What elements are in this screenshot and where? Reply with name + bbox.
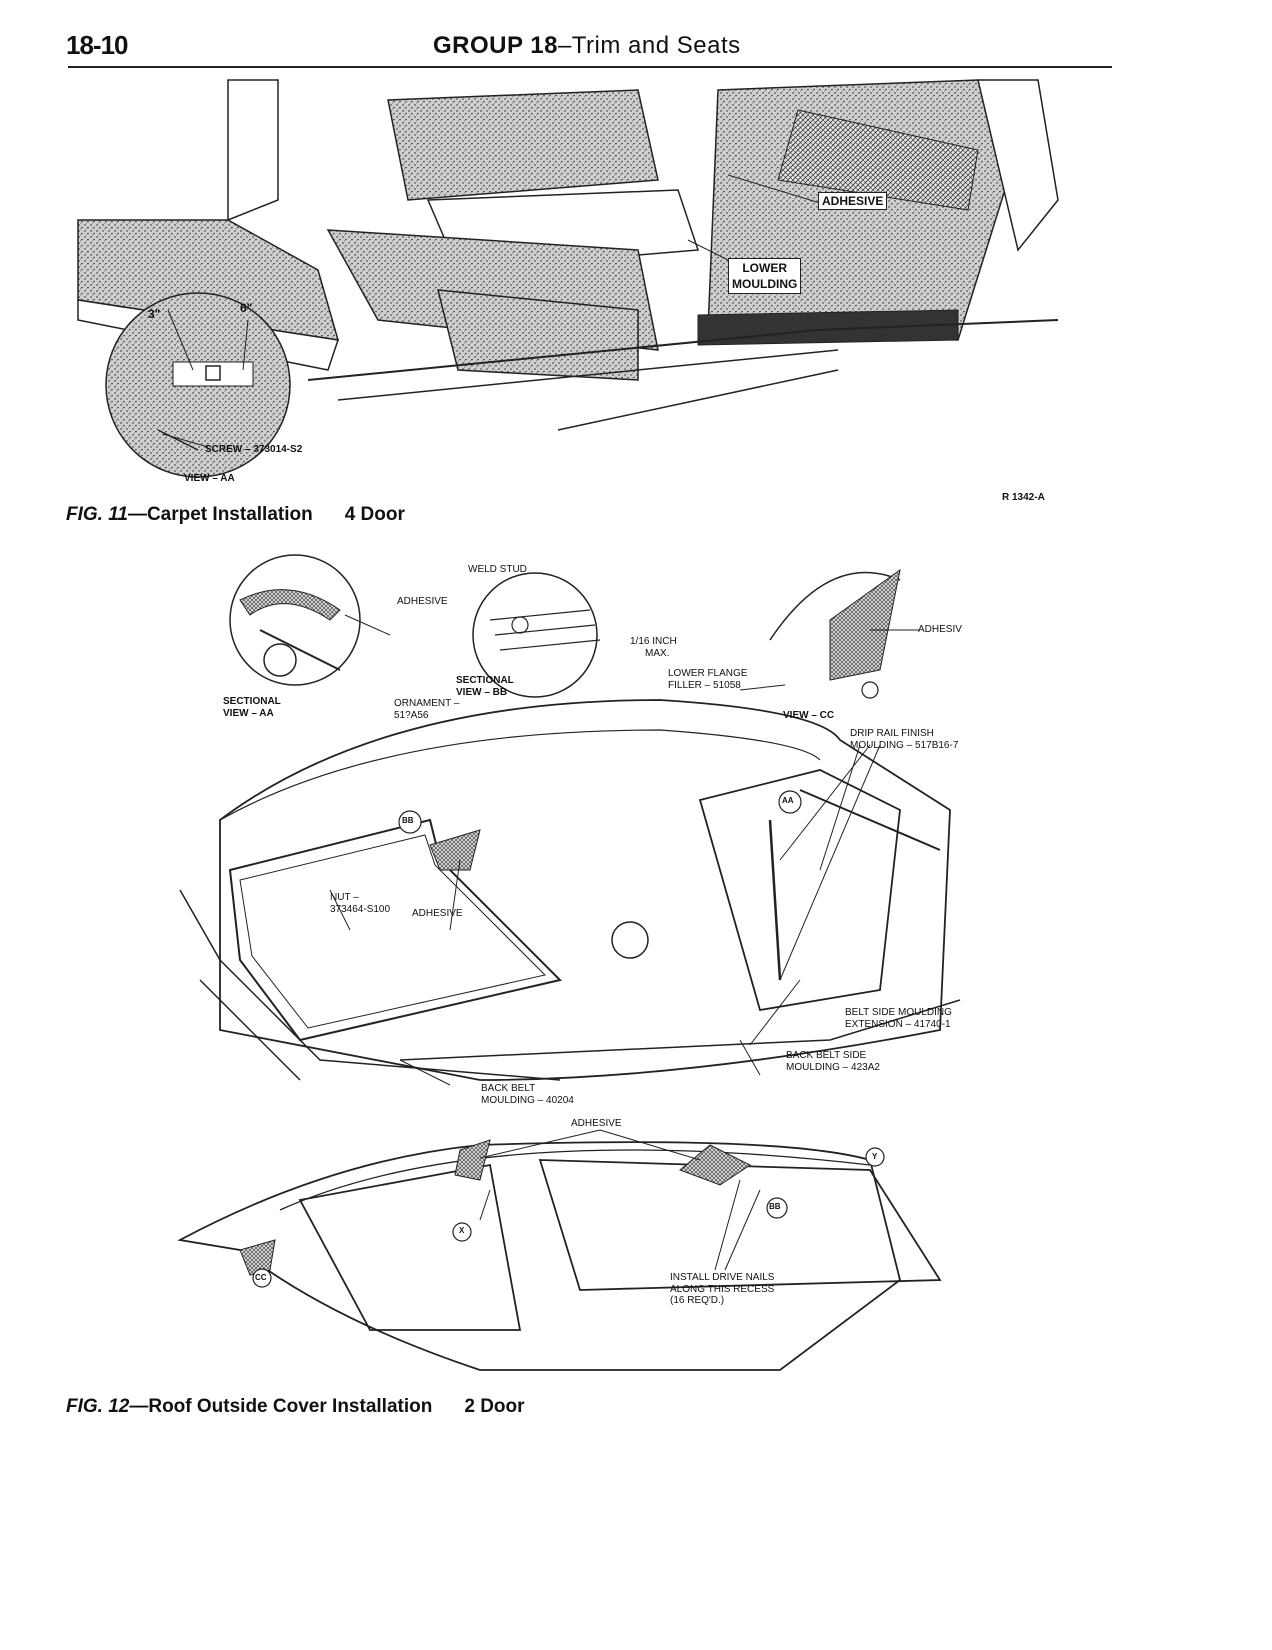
fig12-nut-1: NUT – — [330, 892, 359, 903]
fig12-drive-nails-2: ALONG THIS RECESS — [670, 1283, 775, 1295]
header-rule — [68, 66, 1112, 68]
fig12-drip-rail-1: DRIP RAIL FINISH — [850, 728, 934, 739]
fig12-sectional-bb-1: SECTIONAL — [456, 675, 514, 686]
fig12-weld-stud: WELD STUD — [468, 564, 527, 575]
fig11-dim-6: 6" — [240, 301, 253, 315]
group-title: –Trim and Seats — [557, 32, 741, 59]
fig12-callout-y: Y — [872, 1152, 878, 1161]
fig12-back-belt-1: BACK BELT — [481, 1083, 536, 1094]
fig11-dim-3: 3" — [148, 307, 161, 321]
fig12-inch: 1/16 INCH — [630, 636, 677, 647]
fig12-adhesive-cc: ADHESIV — [918, 624, 962, 635]
fig11-carpet-illustration — [77, 79, 1059, 478]
fig12-roof-cover-illustration — [177, 554, 961, 1371]
fig12-drive-nails-1: INSTALL DRIVE NAILS — [670, 1272, 775, 1283]
fig12-caption-text: —Roof Outside Cover Installation — [129, 1396, 433, 1417]
fig11-caption-text: —Carpet Installation — [127, 504, 313, 525]
fig11-view-aa-label: VIEW – AA — [184, 473, 235, 484]
fig12-adhesive-mid: ADHESIVE — [412, 908, 463, 919]
fig12-sectional-bb-2: VIEW – BB — [456, 686, 508, 698]
fig12-drip-rail-2: MOULDING – 517B16-7 — [850, 739, 959, 751]
fig12-callout-cc: CC — [255, 1273, 267, 1282]
fig12-view-cc: VIEW – CC — [783, 710, 835, 721]
fig12-lower-flange-2: FILLER – 51058 — [668, 679, 741, 691]
fig11-caption-prefix: FIG. 11 — [66, 504, 128, 525]
fig12-ornament-1: ORNAMENT – — [394, 698, 460, 709]
fig12-callout-bb: BB — [402, 816, 414, 825]
fig12-ornament-2: 51?A56 — [394, 709, 429, 721]
fig12-callout-bb2: BB — [769, 1202, 781, 1211]
fig11-adhesive-label: ADHESIVE — [818, 192, 888, 210]
fig12-callout-aa: AA — [782, 796, 794, 805]
page-number: 18-10 — [66, 30, 128, 60]
fig12-lower-flange-1: LOWER FLANGE — [668, 668, 748, 679]
fig11-caption: FIG. 11—Carpet Installation 4 Door — [66, 504, 405, 526]
fig12-caption-suffix: 2 Door — [464, 1396, 525, 1417]
fig12-ornament: ORNAMENT –51?A56 — [394, 698, 459, 721]
fig11-lower-label: LOWER — [742, 261, 787, 275]
fig12-caption: FIG. 12—Roof Outside Cover Installation 2… — [66, 1396, 525, 1418]
fig12-belt-ext-1: BELT SIDE MOULDING — [845, 1007, 952, 1018]
fig11-lower-moulding-label: LOWER MOULDING — [728, 258, 802, 295]
fig12-back-belt-2: MOULDING – 40204 — [481, 1094, 574, 1106]
fig11-ref-code: R 1342-A — [1002, 492, 1045, 503]
fig12-back-belt-side-2: MOULDING – 423A2 — [786, 1061, 880, 1073]
fig12-sectional-aa-2: VIEW – AA — [223, 707, 274, 719]
fig11-screw-label: SCREW – 373014-S2 — [205, 444, 303, 455]
fig12-sectional-aa-1: SECTIONAL — [223, 696, 281, 707]
fig12-max: MAX. — [645, 648, 670, 659]
page-title: GROUP 18–Trim and Seats — [433, 32, 741, 60]
fig12-adhesive-roof: ADHESIVE — [571, 1118, 622, 1129]
fig11-moulding-label: MOULDING — [732, 277, 798, 292]
fig12-caption-prefix: FIG. 12 — [66, 1396, 130, 1417]
fig12-nut: NUT –373464-S100 — [330, 892, 390, 915]
group-label: GROUP 18 — [433, 32, 558, 59]
fig12-adhesive-top: ADHESIVE — [397, 596, 448, 607]
fig12-drive-nails-3: (16 REQ'D.) — [670, 1295, 725, 1306]
fig12-belt-ext-2: EXTENSION – 41740-1 — [845, 1018, 951, 1030]
fig12-callout-x: X — [459, 1226, 465, 1235]
fig12-nut-2: 373464-S100 — [330, 903, 391, 915]
fig11-caption-suffix: 4 Door — [344, 504, 405, 525]
fig12-back-belt-side-1: BACK BELT SIDE — [786, 1050, 867, 1061]
